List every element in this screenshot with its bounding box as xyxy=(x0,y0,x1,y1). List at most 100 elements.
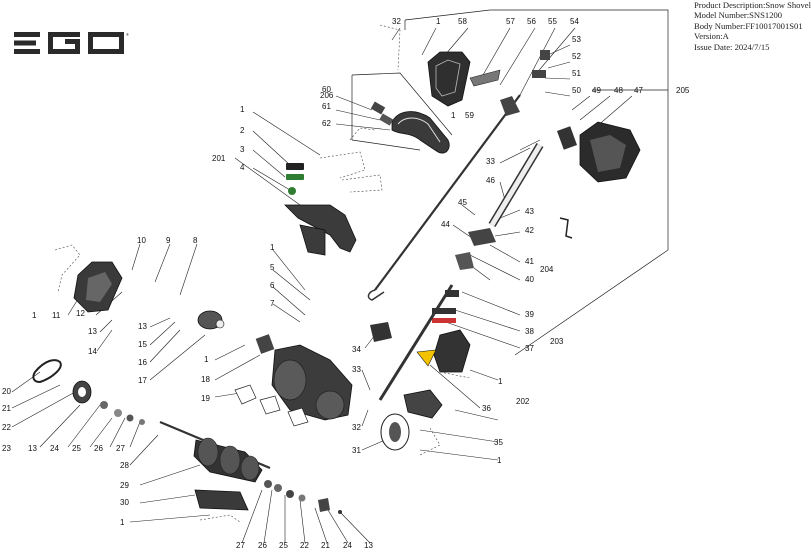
callout: 42 xyxy=(525,226,534,235)
model-number: Model Number:SNS1200 xyxy=(694,10,783,21)
issue-date: Issue Date: 2024/7/15 xyxy=(694,41,770,52)
callout: 44 xyxy=(441,220,450,229)
callout: 206 xyxy=(320,91,334,100)
callout: 26 xyxy=(258,541,267,550)
callout: 46 xyxy=(486,176,495,185)
part-201-upper-housing xyxy=(284,163,357,256)
callout: 13 xyxy=(138,322,147,331)
part-205-battery-cover xyxy=(557,121,641,183)
body-number: Body Number:FF10017001S01 xyxy=(694,20,803,31)
callout: 49 xyxy=(592,86,601,95)
callout: 26 xyxy=(94,444,103,453)
callout: 21 xyxy=(2,404,11,413)
callout: 58 xyxy=(458,17,467,26)
callout: 39 xyxy=(525,310,534,319)
callout: 25 xyxy=(72,444,81,453)
callout: 1 xyxy=(204,355,209,364)
part-203-battery xyxy=(378,284,471,401)
callout: 41 xyxy=(525,257,534,266)
callout: 5 xyxy=(270,263,275,272)
part-35-bracket xyxy=(403,389,443,419)
callout: 53 xyxy=(572,35,581,44)
callout: 33 xyxy=(486,157,495,166)
version: Version:A xyxy=(694,31,729,42)
callout: 21 xyxy=(321,541,330,550)
callout: 1 xyxy=(270,243,275,252)
callout: 205 xyxy=(676,86,690,95)
product-description: Product Description:Snow Shovel xyxy=(694,0,811,10)
callout: 204 xyxy=(540,265,554,274)
part-206-handle xyxy=(370,101,450,154)
callout: 22 xyxy=(300,541,309,550)
callout: 27 xyxy=(116,444,125,453)
part-20-belt xyxy=(32,359,62,384)
callout: 50 xyxy=(572,86,581,95)
callout: 6 xyxy=(270,281,275,290)
callout: 20 xyxy=(2,387,11,396)
callout: 11 xyxy=(52,311,61,320)
part-31-disc xyxy=(380,413,410,451)
callout: 31 xyxy=(352,446,361,455)
callout: 1 xyxy=(497,456,502,465)
callout: 25 xyxy=(279,541,288,550)
callout: 201 xyxy=(212,154,226,163)
callout: 203 xyxy=(550,337,564,346)
callout: 32 xyxy=(352,423,361,432)
callout: 8 xyxy=(193,236,198,245)
part-11-side-cover xyxy=(73,261,123,313)
callout: 1 xyxy=(32,311,37,320)
callout: 55 xyxy=(548,17,557,26)
callout: 1 xyxy=(120,518,125,527)
callout: 24 xyxy=(343,541,352,550)
screw-paths xyxy=(54,24,471,523)
callout: 57 xyxy=(506,17,515,26)
part-16-motor xyxy=(197,310,225,330)
callout: 61 xyxy=(322,102,331,111)
callout: 52 xyxy=(572,52,581,61)
callout: 22 xyxy=(2,423,11,432)
callout: 45 xyxy=(458,198,467,207)
small-parts-mid xyxy=(370,50,573,342)
callout: 36 xyxy=(482,404,491,413)
main-shaft xyxy=(374,94,521,291)
callout: 7 xyxy=(270,299,275,308)
callout: 28 xyxy=(120,461,129,470)
callout: 56 xyxy=(527,17,536,26)
callout: 30 xyxy=(120,498,129,507)
callout: 1 xyxy=(240,105,245,114)
callout: 14 xyxy=(88,347,97,356)
callout: 47 xyxy=(634,86,643,95)
callout: 1 xyxy=(498,377,503,386)
part-lower-housing xyxy=(255,334,353,421)
svg-text:®: ® xyxy=(126,32,129,37)
callout: 2 xyxy=(240,126,245,135)
callout: 38 xyxy=(525,327,534,336)
callout: 13 xyxy=(364,541,373,550)
callout: 4 xyxy=(240,163,245,172)
callout: 62 xyxy=(322,119,331,128)
callout: 3 xyxy=(240,145,245,154)
callout: 9 xyxy=(166,236,171,245)
ego-logo: ® xyxy=(14,32,129,54)
callout: 35 xyxy=(494,438,503,447)
callout: 12 xyxy=(76,309,85,318)
callout: 51 xyxy=(572,69,581,78)
callout: 59 xyxy=(465,111,474,120)
callout: 202 xyxy=(516,397,530,406)
part-58-grip-housing xyxy=(427,51,471,107)
part-46-tube xyxy=(488,142,544,228)
callout: 10 xyxy=(137,236,146,245)
part-19-covers xyxy=(234,384,309,427)
callout: 24 xyxy=(50,444,59,453)
callout: 33 xyxy=(352,365,361,374)
callout: 34 xyxy=(352,345,361,354)
hardware-right-end xyxy=(264,480,342,514)
part-29-auger xyxy=(193,437,263,483)
callout: 27 xyxy=(236,541,245,550)
callout: 43 xyxy=(525,207,534,216)
callout: 60 xyxy=(322,85,331,94)
callout: 16 xyxy=(138,358,147,367)
callout: 1 xyxy=(451,111,456,120)
callout: 40 xyxy=(525,275,534,284)
